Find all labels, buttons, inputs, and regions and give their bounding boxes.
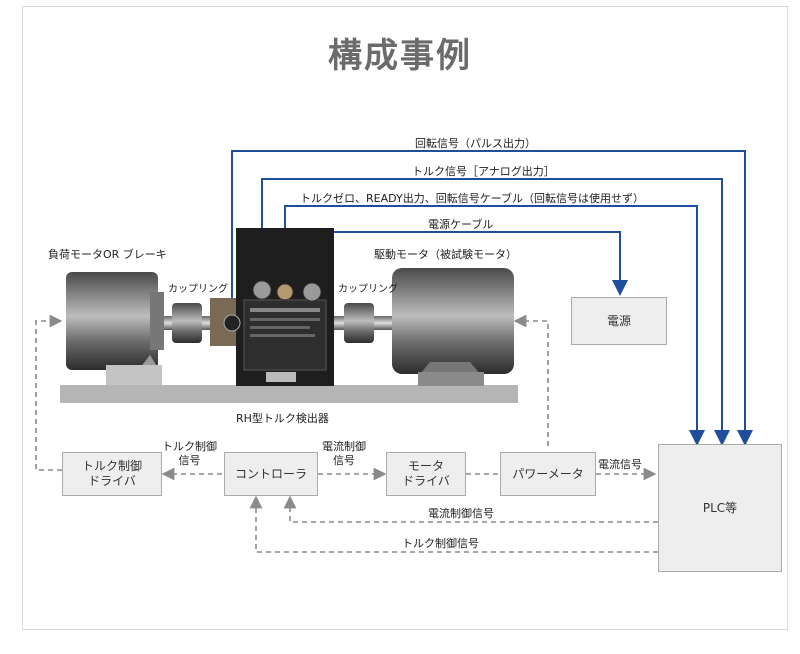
motor-driver-box: モータ ドライバ xyxy=(386,452,466,496)
base-plate xyxy=(60,385,518,403)
current-command-label: 電流制御 信号 xyxy=(322,440,366,467)
pulse-signal-label: 回転信号（パルス出力） xyxy=(415,137,536,150)
power-meter-box: パワーメータ xyxy=(500,452,596,496)
zero-ready-signal-label: トルクゼロ、READY出力、回転信号ケーブル（回転信号は使用せず） xyxy=(300,192,645,205)
pulse-signal-line xyxy=(231,150,753,446)
dashed-lines xyxy=(35,314,658,553)
torque-driver-box: トルク制御 ドライバ xyxy=(62,452,162,496)
torque-signal-label: トルク制御 信号 xyxy=(162,440,217,467)
controller-box: コントローラ xyxy=(224,452,318,496)
power-supply-box: 電源 xyxy=(571,297,667,345)
plc-torque-control-line xyxy=(249,495,658,553)
current-control-label: 電流制御信号 xyxy=(428,507,494,520)
power-cable-label: 電源ケーブル xyxy=(428,218,494,231)
right-coupling xyxy=(334,303,394,343)
left-coupling-label: カップリング xyxy=(168,284,228,295)
motor-driver-feedback-line xyxy=(513,314,549,446)
page-title: 構成事例 xyxy=(328,36,472,76)
plc-box: PLC等 xyxy=(658,444,782,572)
torque-detector xyxy=(210,228,334,386)
load-motor-label: 負荷モータOR ブレーキ xyxy=(48,248,167,261)
torque-driver-feedback-line xyxy=(35,314,63,471)
current-signal-label: 電流信号 xyxy=(598,458,642,471)
torque-control-label: トルク制御信号 xyxy=(402,537,479,550)
load-motor xyxy=(66,272,164,385)
right-coupling-label: カップリング xyxy=(338,284,398,295)
plc-current-control-line xyxy=(283,495,658,523)
detector-label: RH型トルク検出器 xyxy=(236,412,329,425)
drive-motor-label: 駆動モータ（被試験モータ） xyxy=(374,248,517,261)
analog-signal-label: トルク信号［アナログ出力］ xyxy=(412,165,555,178)
drive-motor xyxy=(392,268,514,386)
